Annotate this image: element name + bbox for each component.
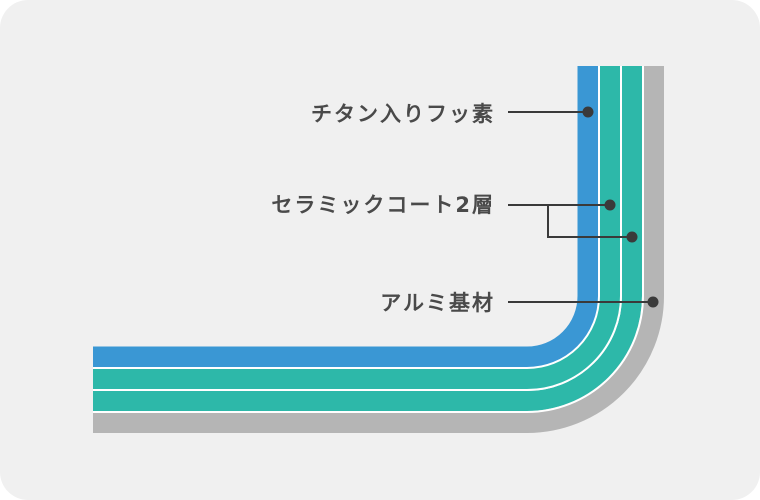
label-titanium-fluorine: チタン入りフッ素 — [311, 102, 495, 126]
leader-dots — [582, 106, 659, 308]
leader-dot-ceramic-outer — [626, 231, 638, 243]
layer-separator — [93, 66, 600, 369]
leader-dot-aluminum — [647, 296, 659, 308]
coating-layers — [93, 66, 664, 433]
label-aluminum-base: アルミ基材 — [380, 291, 495, 315]
titanium-fluorine-layer — [93, 66, 599, 368]
aluminum-base-layer — [93, 66, 664, 433]
leader-dot-ceramic-inner — [604, 199, 616, 211]
ceramic-layer-inner — [93, 66, 621, 390]
leader-lines — [508, 111, 653, 303]
label-ceramic-coat: セラミックコート2層 — [271, 193, 495, 217]
layer-separator — [93, 66, 644, 413]
layer-separator — [93, 66, 622, 391]
ceramic-layer-outer — [93, 66, 642, 411]
leader-line-middle — [508, 204, 632, 238]
leader-dot-fluorine — [582, 106, 594, 118]
